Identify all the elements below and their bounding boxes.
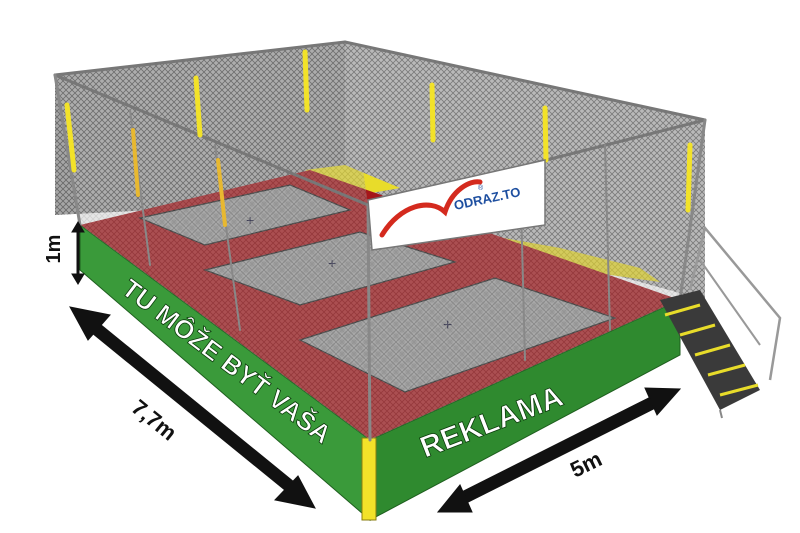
logo-swoosh-icon xyxy=(379,179,483,238)
green-base xyxy=(79,224,681,522)
width-label: 5m xyxy=(566,446,606,482)
length-label: 7,7m xyxy=(127,394,182,445)
dimension-arrows xyxy=(69,221,682,513)
double-arrow-icon xyxy=(71,221,85,285)
entry-stairs xyxy=(660,225,782,419)
frame-poles xyxy=(53,40,707,442)
double-arrow-icon xyxy=(436,387,682,513)
registered-mark-icon: ® xyxy=(478,184,484,192)
corner-post-yellow xyxy=(361,437,377,521)
double-arrow-icon xyxy=(69,306,316,509)
logo-banner: ODRAZ.TO ® xyxy=(367,159,546,251)
height-label: 1m xyxy=(43,235,65,264)
